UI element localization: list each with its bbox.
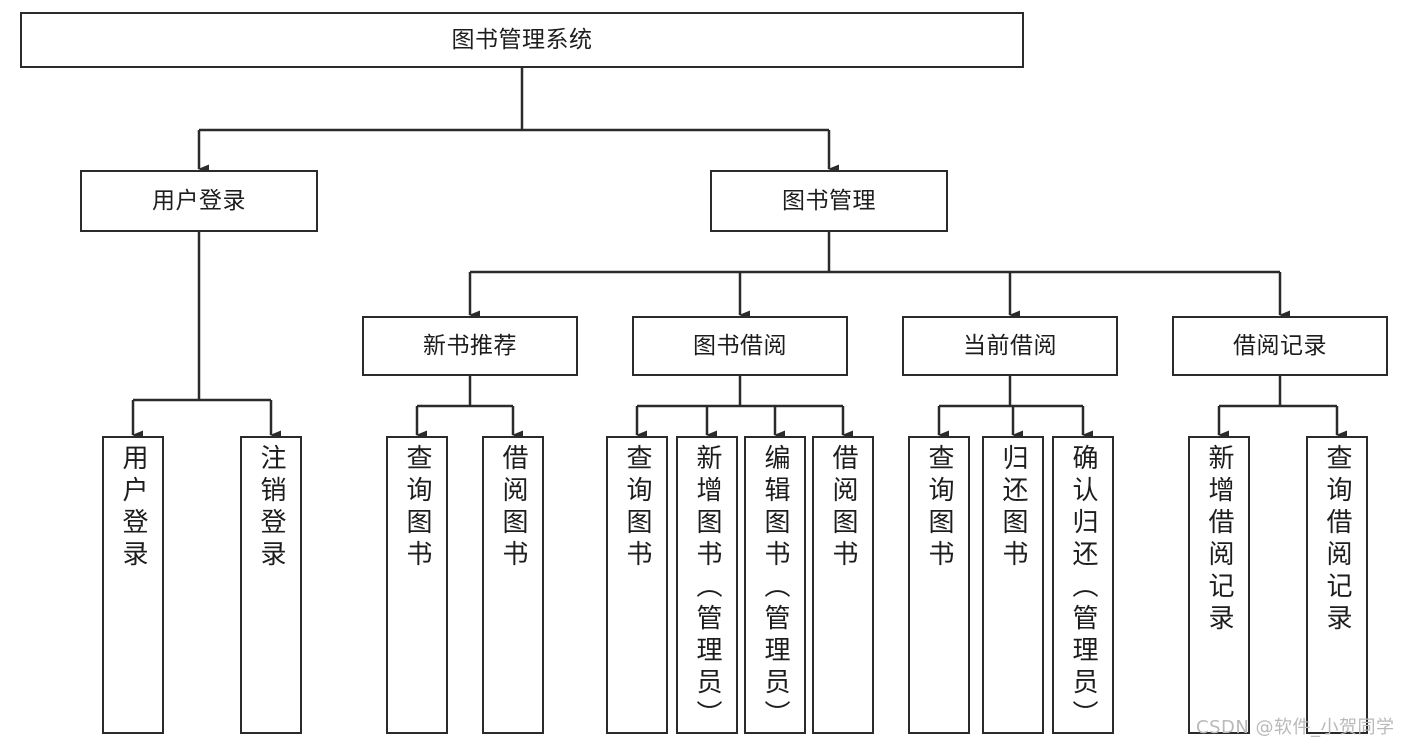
- node-leaf-borrow-book-2[interactable]: 借阅图书: [812, 436, 874, 734]
- node-label: 新增图书（管理员）: [692, 444, 722, 732]
- node-label: 新增借阅记录: [1204, 444, 1234, 636]
- node-label: 查询图书: [402, 444, 432, 572]
- node-leaf-add-borrow-record[interactable]: 新增借阅记录: [1188, 436, 1250, 734]
- node-label: 查询借阅记录: [1322, 444, 1352, 636]
- node-label: 图书管理: [782, 187, 876, 214]
- node-leaf-user-login[interactable]: 用户登录: [102, 436, 164, 734]
- node-leaf-query-book-1[interactable]: 查询图书: [386, 436, 448, 734]
- node-label: 当前借阅: [963, 332, 1057, 359]
- node-new-book-recommend[interactable]: 新书推荐: [362, 316, 578, 376]
- node-leaf-logout[interactable]: 注销登录: [240, 436, 302, 734]
- node-label: 借阅记录: [1233, 332, 1327, 359]
- node-current-borrow[interactable]: 当前借阅: [902, 316, 1118, 376]
- node-label: 查询图书: [622, 444, 652, 572]
- node-borrow-record[interactable]: 借阅记录: [1172, 316, 1388, 376]
- watermark: CSDN @软件_小贺同学: [1196, 717, 1395, 738]
- node-user-login[interactable]: 用户登录: [80, 170, 318, 232]
- node-book-manage[interactable]: 图书管理: [710, 170, 948, 232]
- node-leaf-edit-book[interactable]: 编辑图书（管理员）: [744, 436, 806, 734]
- node-root[interactable]: 图书管理系统: [20, 12, 1024, 68]
- node-leaf-return-book[interactable]: 归还图书: [982, 436, 1044, 734]
- node-leaf-query-borrow-record[interactable]: 查询借阅记录: [1306, 436, 1368, 734]
- node-label: 编辑图书（管理员）: [760, 444, 790, 732]
- node-leaf-borrow-book-1[interactable]: 借阅图书: [482, 436, 544, 734]
- node-label: 归还图书: [998, 444, 1028, 572]
- node-label: 图书借阅: [693, 332, 787, 359]
- node-label: 用户登录: [118, 444, 148, 572]
- node-label: 借阅图书: [498, 444, 528, 572]
- node-leaf-query-book-2[interactable]: 查询图书: [606, 436, 668, 734]
- node-label: 注销登录: [256, 444, 286, 572]
- node-label: 图书管理系统: [451, 26, 593, 53]
- node-label: 新书推荐: [423, 332, 517, 359]
- node-label: 用户登录: [152, 187, 246, 214]
- node-label: 查询图书: [924, 444, 954, 572]
- node-leaf-add-book[interactable]: 新增图书（管理员）: [676, 436, 738, 734]
- node-label: 确认归还（管理员）: [1068, 444, 1098, 732]
- node-label: 借阅图书: [828, 444, 858, 572]
- node-book-borrow[interactable]: 图书借阅: [632, 316, 848, 376]
- node-leaf-confirm-return[interactable]: 确认归还（管理员）: [1052, 436, 1114, 734]
- node-leaf-query-book-3[interactable]: 查询图书: [908, 436, 970, 734]
